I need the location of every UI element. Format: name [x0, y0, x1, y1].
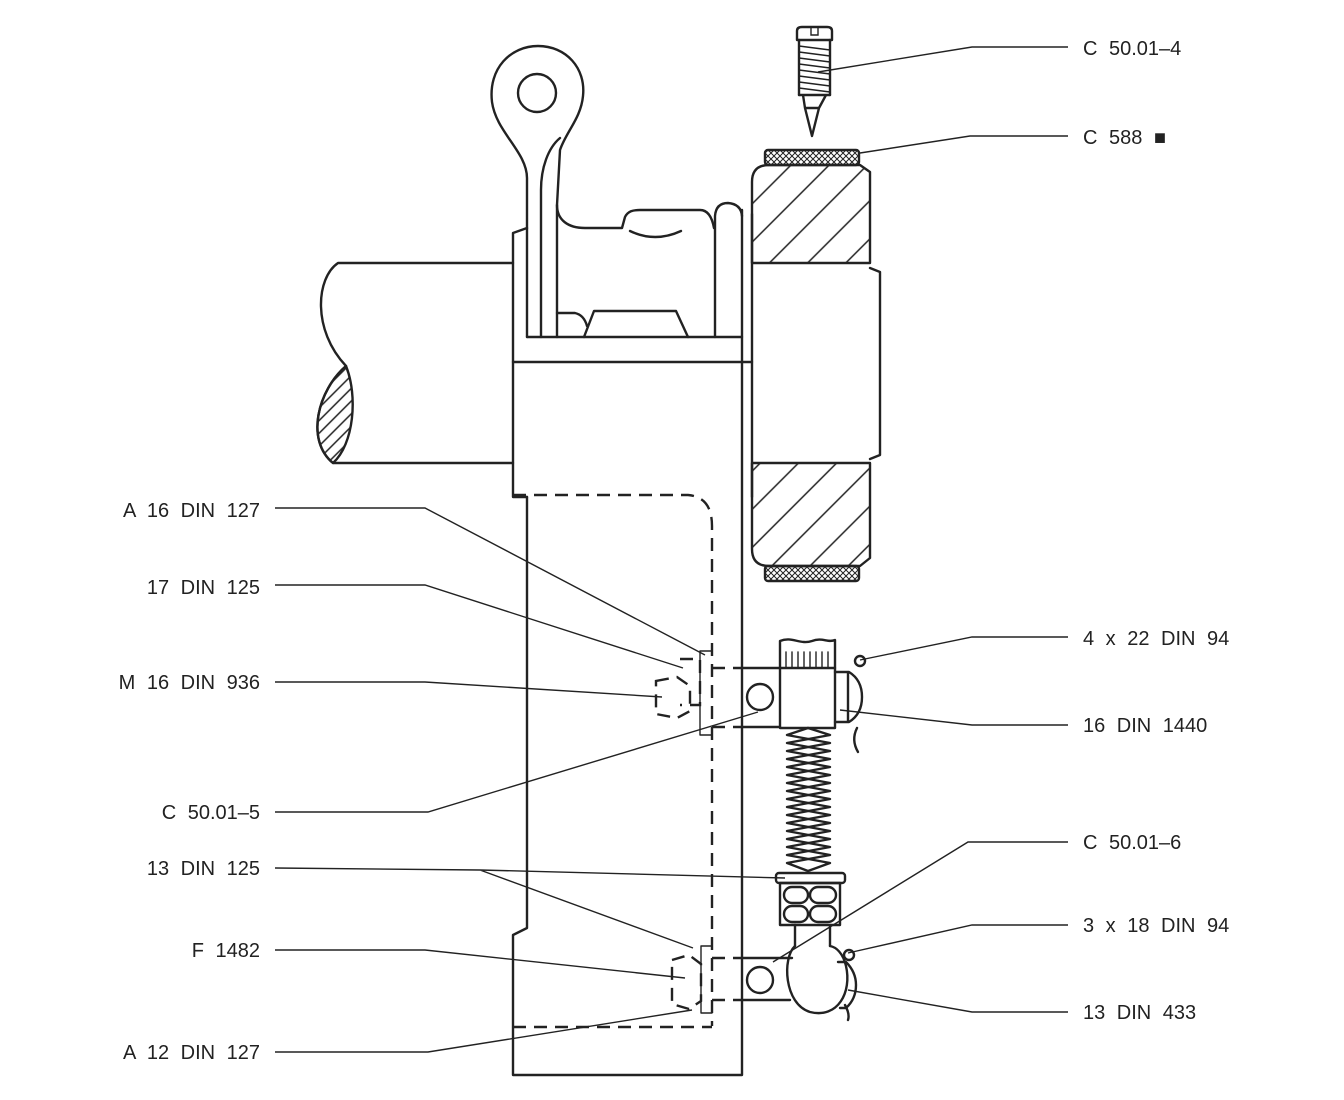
callout-f1482: F 1482	[192, 940, 260, 962]
callout-c50-01-5: C 50.01–5	[162, 802, 260, 824]
roller-upper-section	[750, 163, 872, 265]
screw-slot	[810, 26, 819, 36]
knurled-band-bottom	[763, 564, 861, 583]
nut-facet	[782, 904, 810, 924]
leader-16-din1440	[839, 709, 1068, 726]
lever-eye-hole	[516, 72, 558, 114]
cotter-pin-tail-upper	[853, 726, 860, 754]
lever-post	[713, 201, 744, 339]
spring-coil-front	[785, 726, 832, 873]
callout-4x22-din94: 4 x 22 DIN 94	[1083, 628, 1229, 650]
shaft-break-section	[316, 364, 354, 465]
nut-facet	[782, 885, 810, 905]
hub-left-flange	[511, 226, 529, 499]
hidden-nut-upper	[654, 675, 692, 720]
cotter-pin-tail-lower	[843, 1003, 850, 1022]
upper-pivot-assembly	[654, 638, 867, 754]
washer-upper	[699, 650, 713, 736]
roller-lower-section	[750, 461, 872, 568]
callout-16-din1440: 16 DIN 1440	[1083, 715, 1207, 737]
shaft-right-end	[868, 266, 882, 461]
spring-coil-back	[785, 726, 832, 873]
nut-facet	[808, 904, 838, 924]
screw-thread	[798, 45, 831, 93]
cam-groove	[628, 229, 683, 239]
knurled-band-top	[763, 148, 861, 167]
clevis-block	[778, 666, 837, 730]
hidden-outline	[513, 493, 714, 1026]
callout-a12-din127: A 12 DIN 127	[123, 1042, 260, 1064]
leader-13-din433	[847, 989, 1068, 1013]
screw-head	[795, 25, 834, 42]
leader-lines	[274, 46, 1068, 1053]
callout-labels-right: C 50.01–4 C 588 ■ 4 x 22 DIN 94 16 DIN 1…	[1083, 38, 1229, 1024]
arm-outline	[511, 208, 744, 1077]
rod-thread-marks	[785, 651, 829, 668]
pin-head-upper	[833, 670, 864, 724]
callout-17-din125: 17 DIN 125	[147, 577, 260, 599]
callout-c50-01-4: C 50.01–4	[1083, 38, 1181, 60]
leader-4x22-din94	[859, 636, 1068, 661]
cotter-pin-eye-upper	[853, 654, 867, 668]
leader-m16-din936	[275, 681, 663, 698]
arm-body	[511, 208, 744, 1077]
leader-a16-din127	[275, 507, 706, 656]
callout-a16-din127: A 16 DIN 127	[123, 500, 260, 522]
threaded-rod-stub	[778, 638, 837, 670]
pin-head-lower	[836, 960, 858, 1010]
washer-lower	[700, 945, 713, 1014]
callout-13-din433: 13 DIN 433	[1083, 1002, 1196, 1024]
lever-outline	[490, 44, 716, 339]
callout-m16-din936: M 16 DIN 936	[119, 672, 260, 694]
nut-stack	[778, 881, 842, 927]
leader-13-din125	[274, 867, 786, 949]
leader-c588	[859, 135, 1068, 154]
nut-washer	[774, 871, 847, 885]
screw-tip	[797, 93, 832, 138]
lever	[490, 44, 744, 339]
link-rod-lower-hidden	[712, 956, 742, 1002]
callout-13-din125: 13 DIN 125	[147, 858, 260, 880]
set-screw	[795, 25, 834, 138]
leader-f1482	[275, 949, 686, 979]
pivot-hole-lower	[745, 965, 775, 995]
callout-c50-01-6: C 50.01–6	[1083, 832, 1181, 854]
link-rod-upper	[740, 666, 782, 729]
leader-c50-01-5	[275, 711, 759, 813]
lever-web-line	[539, 136, 562, 339]
callout-3x18-din94: 3 x 18 DIN 94	[1083, 915, 1229, 937]
link-rod-lower	[740, 956, 794, 1002]
link-rod-upper-hidden	[712, 666, 742, 729]
rod-end-ball	[785, 944, 849, 1015]
leader-c50-01-6	[772, 841, 1068, 963]
leader-3x18-din94	[847, 924, 1068, 954]
nut-facet	[808, 885, 838, 905]
roller	[750, 148, 882, 583]
lower-pivot-assembly	[670, 923, 858, 1022]
hidden-nut-lower	[670, 953, 703, 1011]
cotter-pin-eye-lower	[842, 948, 856, 962]
leader-17-din125	[275, 584, 684, 669]
cam-small-block	[555, 311, 589, 328]
callout-labels-left: A 16 DIN 127 17 DIN 125 M 16 DIN 936 C 5…	[119, 500, 260, 1064]
left-shaft	[316, 261, 515, 465]
compression-spring	[785, 726, 832, 873]
leader-a12-din127	[275, 1009, 693, 1053]
rod-end-neck	[793, 923, 832, 948]
cam-base	[582, 309, 690, 339]
leader-c50-01-4	[817, 46, 1068, 73]
callout-c588: C 588 ■	[1083, 127, 1166, 149]
pivot-hole-upper	[745, 682, 775, 712]
lock-nuts	[774, 871, 847, 927]
